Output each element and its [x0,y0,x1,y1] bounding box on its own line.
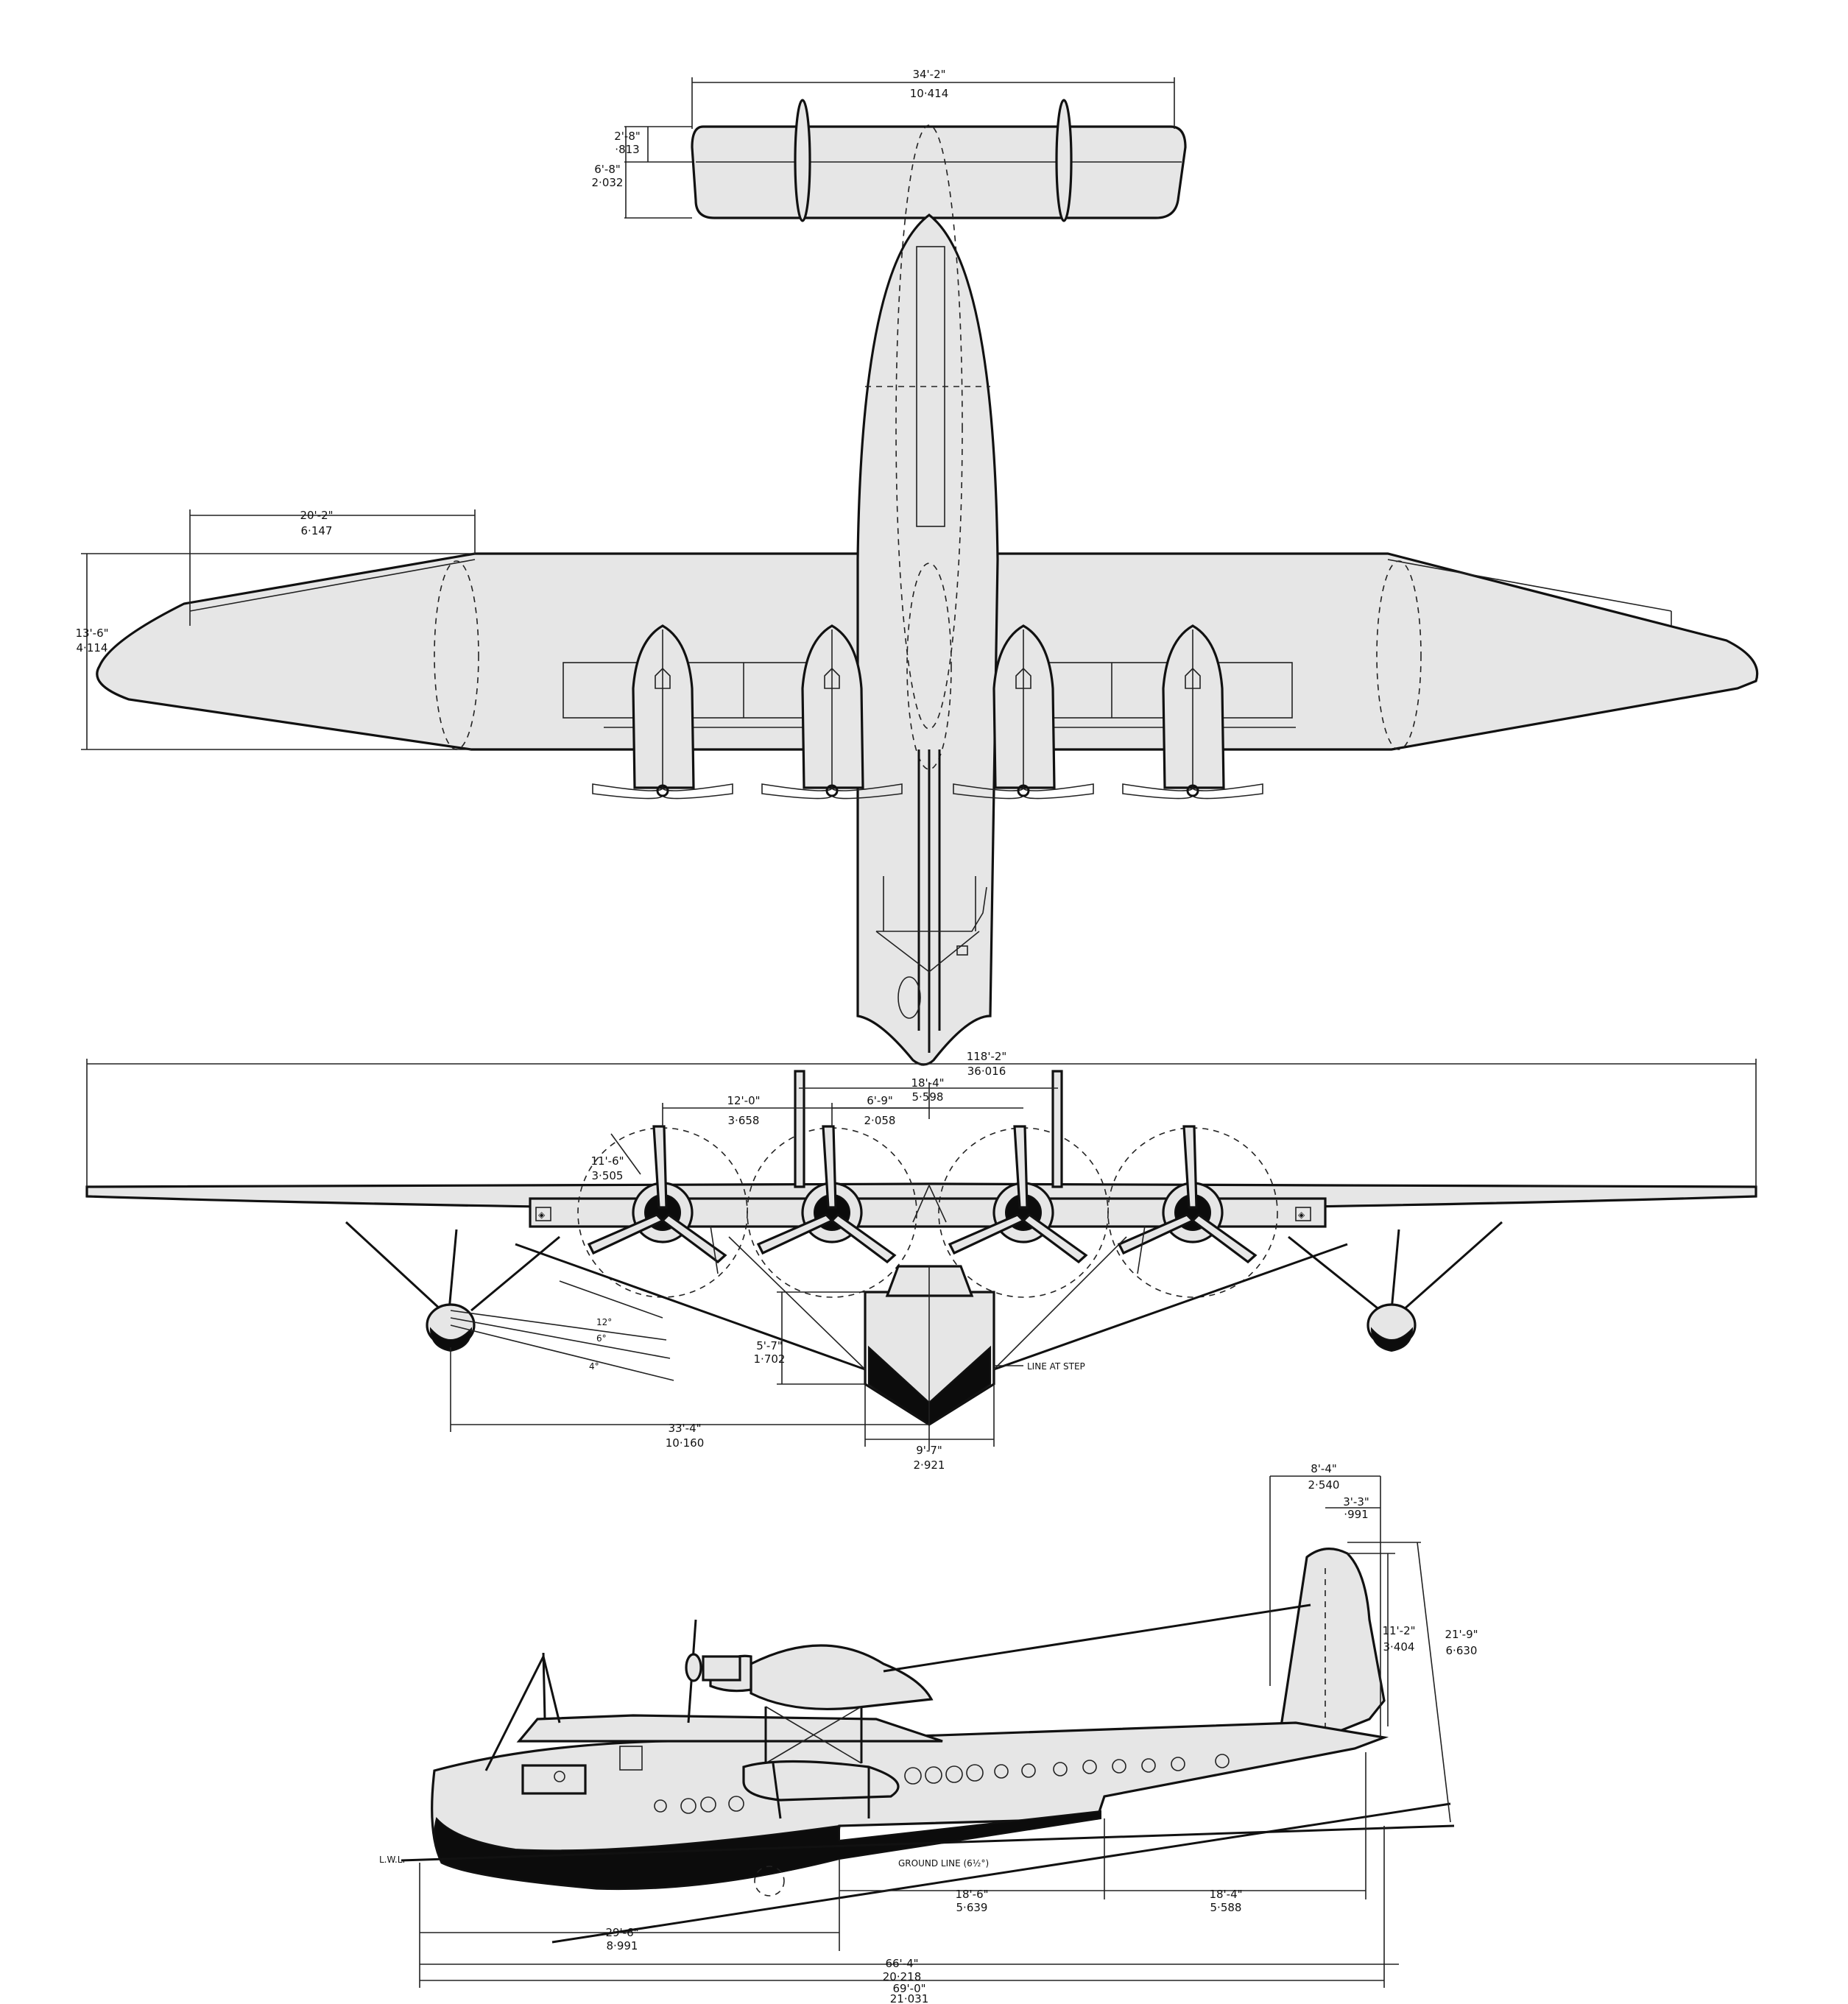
prop-spacing-out-m: 5·598 [912,1090,944,1104]
dim-tail-span: 34'-2" 10·414 [691,68,1175,129]
hull-height-m: 1·702 [754,1352,786,1366]
engine-spacing-b-ft: 6'-9" [867,1094,893,1107]
side-portholes [654,1754,1230,1814]
tail-chord-ft: 6'-8" [594,163,621,176]
dim-overall-height: 21'-9" 6·630 [1347,1542,1478,1823]
dim-float-track: 33'-4" 10·160 [450,1347,930,1450]
plan-nacelle-3 [953,624,1094,800]
dim-hull-beam: 9'-7" 2·921 [864,1384,995,1472]
rear-step-m: 5·588 [1210,1901,1242,1914]
front-engine-2 [756,1125,897,1264]
front-engine-3 [948,1125,1088,1264]
front-engine-1 [587,1125,727,1264]
dim-tail-chord: 2'-8" ·813 6'-8" 2·032 [592,126,692,219]
fin-height-ft: 11'-2" [1382,1624,1415,1637]
tail-span-ft: 34'-2" [912,68,945,81]
dim-hull-height: 5'-7" 1·702 [754,1291,865,1385]
dim-step-lengths: 18'-6" 5·639 18'-4" 5·588 [839,1752,1366,1951]
engine-spacing-a-ft: 12'-0" [727,1094,760,1107]
plan-nacelle-2 [761,624,903,800]
elev-chord-m: ·813 [615,143,639,156]
bow-to-step-m: 8·991 [607,1939,638,1952]
overall-length-ft: 69'-0" [892,1982,925,1995]
line-at-step-label: LINE AT STEP [1027,1361,1085,1372]
angle-lines: 12° 6° 4° [450,1280,674,1381]
plan-nacelle-4 [1122,624,1263,800]
ground-line-label: GROUND LINE (6½°) [898,1858,989,1869]
tail-span-m: 10·414 [910,87,949,100]
angle-4: 4° [589,1361,599,1372]
dim-wing-chord: 13'-6" 4·114 [75,553,475,750]
aileron-span-ft: 20'-2" [300,509,333,522]
front-float-right [1288,1221,1503,1352]
fin-chord-m: 2·540 [1308,1478,1340,1492]
dim-prop-diameter: 11'-6" 3·505 [590,1133,641,1182]
float-track-ft: 33'-4" [668,1422,701,1435]
tail-chord-m: 2·032 [592,176,624,189]
hull-height-ft: 5'-7" [756,1339,783,1352]
waterline-len-ft: 66'-4" [885,1957,918,1970]
elev-chord-ft: 2'-8" [614,130,641,143]
rudder-chord-m: ·991 [1344,1508,1368,1521]
side-wing [750,1644,934,1711]
dim-prop-spacing: 18'-4" 5·598 12'-0" 3·658 6'-9" 2·058 [662,1076,1058,1127]
dim-rudder-chord: 3'-3" ·991 [1325,1495,1380,1521]
plan-nacelle-1 [592,624,733,800]
hull-beam-m: 2·921 [914,1458,945,1472]
svg-text:◈: ◈ [1298,1210,1305,1220]
front-view: ◈ ◈ [85,1050,1757,1472]
angle-12: 12° [596,1317,612,1327]
dim-fin-height: 11'-2" 3·404 [1347,1553,1416,1726]
plan-tailplane [691,125,1187,219]
prop-diameter-ft: 11'-6" [590,1154,624,1168]
prop-spacing-out-ft: 18'-4" [911,1076,944,1090]
dim-fin-chord: 8'-4" 2·540 [1269,1462,1381,1737]
overall-span-ft: 118'-2" [967,1050,1007,1063]
plan-fin-left [794,99,811,222]
overall-length-m: 21·031 [890,1992,929,2004]
fin-height-m: 3·404 [1383,1640,1415,1654]
overall-span-m: 36·016 [967,1065,1006,1078]
angle-6: 6° [596,1333,607,1344]
engine-spacing-a-m: 3·658 [728,1114,760,1127]
float-track-m: 10·160 [666,1436,705,1450]
dim-overall-span: 118'-2" 36·016 [86,1050,1757,1187]
side-hull-bottom [434,1810,1101,1890]
plan-fuselage [856,213,999,1066]
fin-chord-ft: 8'-4" [1311,1462,1337,1475]
waterline-len-m: 20·218 [883,1970,922,1983]
wing-chord-m: 4·114 [77,641,108,655]
front-engine-4 [1117,1125,1258,1264]
dim-overall-lengths: 29'-6" 8·991 66'-4" 20·218 69'-0" 21·031 [419,1826,1399,2004]
wing-chord-ft: 13'-6" [75,627,108,640]
plan-fin-right [1055,99,1073,222]
rear-step-ft: 18'-4" [1209,1888,1242,1901]
plan-view: 34'-2" 10·414 2'-8" ·813 6'-8" 2·032 20'… [75,68,1759,1066]
hull-beam-ft: 9'-7" [916,1444,942,1457]
rudder-chord-ft: 3'-3" [1343,1495,1369,1509]
overall-height-ft: 21'-9" [1445,1628,1478,1641]
step-to-rear-ft: 18'-6" [955,1888,988,1901]
bow-to-step-ft: 29'-6" [605,1926,638,1939]
svg-text:◈: ◈ [538,1210,546,1220]
side-view: L.W.L. GROUND LINE (6½°) 8'-4" 2·540 3'-… [379,1462,1478,2004]
side-fin [1280,1548,1386,1735]
engine-spacing-b-m: 2·058 [864,1114,896,1127]
overall-height-m: 6·630 [1446,1644,1478,1657]
aileron-span-m: 6·147 [301,524,333,537]
dim-line-at-step: LINE AT STEP [994,1361,1085,1372]
step-to-rear-m: 5·639 [956,1901,988,1914]
dim-aileron-span: 20'-2" 6·147 [189,509,476,611]
prop-diameter-m: 3·505 [592,1169,624,1182]
lwl-label: L.W.L. [379,1855,405,1865]
